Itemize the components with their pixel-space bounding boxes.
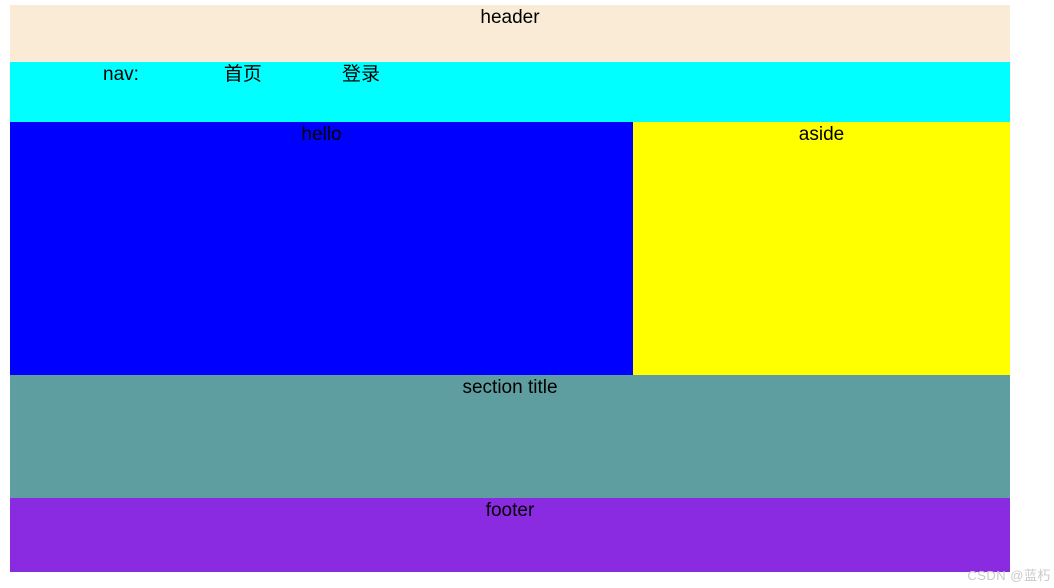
header-banner: header — [10, 5, 1010, 62]
section-title-block: section title — [10, 375, 1010, 498]
csdn-watermark: CSDN @蓝朽 — [967, 568, 1051, 583]
nav-bar: nav: 首页 登录 — [10, 62, 1010, 122]
footer-bar: footer — [10, 498, 1010, 572]
article-hello-block: hello — [10, 122, 633, 375]
nav-link-home[interactable]: 首页 — [223, 64, 262, 85]
nav-link-login[interactable]: 登录 — [341, 64, 380, 85]
main-content-row: hello aside — [10, 122, 1010, 375]
aside-label: aside — [798, 124, 845, 145]
footer-label: footer — [485, 500, 535, 521]
page-container: header nav: 首页 登录 hello aside section titl… — [10, 5, 1010, 572]
article-label: hello — [301, 124, 342, 145]
aside-panel: aside — [633, 122, 1010, 375]
section-title-label: section title — [462, 377, 558, 398]
header-label: header — [480, 7, 540, 28]
nav-label: nav: — [103, 64, 139, 85]
